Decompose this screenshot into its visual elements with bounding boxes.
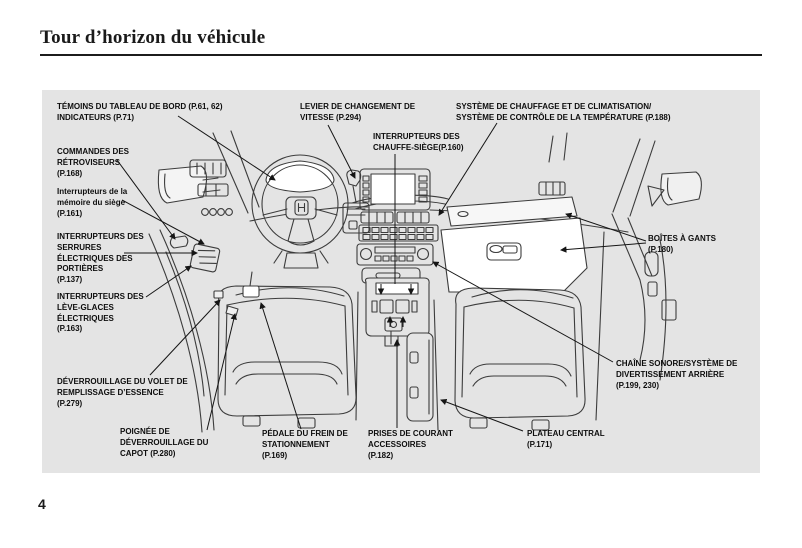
callout-line: CAPOT (P.280) xyxy=(120,448,176,458)
driver-seat xyxy=(217,285,357,429)
callout-line: COMMANDES DES xyxy=(57,147,130,156)
callout-line: ÉLECTRIQUES xyxy=(57,313,114,323)
leader-lines xyxy=(116,115,647,432)
leader-levier xyxy=(327,124,356,179)
callout-line: DÉVERROUILLAGE DU xyxy=(120,437,209,447)
callout-line: LEVIER DE CHANGEMENT DE xyxy=(300,102,416,111)
callout-line: CHAUFFE-SIÈGE(P.160) xyxy=(373,142,464,152)
left-door-controls xyxy=(169,235,221,273)
callout-line: (P.180) xyxy=(648,244,674,254)
callout-line: BOÎTES À GANTS xyxy=(648,234,717,243)
callout-line: CHAÎNE SONORE/SYSTÈME DE xyxy=(616,359,738,368)
right-door-panel xyxy=(595,185,677,421)
callout-line: (P.168) xyxy=(57,168,83,178)
center-stack xyxy=(356,168,439,284)
heated-seat-switch xyxy=(379,299,394,314)
callout-line: (P.137) xyxy=(57,275,83,285)
leader-gants-upper xyxy=(565,212,647,242)
climate-control-panel xyxy=(358,224,439,242)
callout-line: ACCESSOIRES xyxy=(368,439,427,449)
callout-line: (P.163) xyxy=(57,324,83,334)
instrument-cluster xyxy=(265,160,335,193)
leader-chaine xyxy=(432,261,614,363)
leader-chauffage xyxy=(438,122,498,216)
callout-gants: BOÎTES À GANTS(P.180) xyxy=(648,234,716,256)
callout-line: INTERRUPTEURS DES xyxy=(373,132,460,141)
callout-line: SYSTÈME DE CONTRÔLE DE LA TEMPÉRATURE (P… xyxy=(456,112,671,122)
glove-box xyxy=(440,181,588,293)
callout-line: DÉVERROUILLAGE DU VOLET DE xyxy=(57,377,188,386)
callout-line: INDICATEURS (P.71) xyxy=(57,112,135,122)
page-number: 4 xyxy=(38,496,46,512)
center-tray xyxy=(406,332,434,422)
leader-leve-glaces xyxy=(145,265,192,298)
left-door-sill xyxy=(148,229,215,433)
callout-line: DIVERTISSEMENT ARRIÈRE xyxy=(616,369,725,379)
leader-essence xyxy=(149,299,221,376)
a-pillars xyxy=(212,130,656,217)
callout-line: POIGNÉE DE xyxy=(120,427,170,436)
callout-line: LÈVE-GLACES xyxy=(57,302,114,312)
callout-line: Interrupteurs de la xyxy=(57,187,128,196)
callout-line: RÉTROVISEURS xyxy=(57,157,121,167)
callout-line: PÉDALE DU FREIN DE xyxy=(262,429,348,438)
callout-line: PLATEAU CENTRAL xyxy=(527,429,605,438)
leader-gants-lower xyxy=(560,242,647,253)
heated-seat-switch-tray xyxy=(375,282,419,295)
right-door-mirror xyxy=(660,171,702,206)
leader-memoire xyxy=(121,199,205,245)
callout-temoins: TÉMOINS DU TABLEAU DE BORD (P.61, 62)IND… xyxy=(57,102,223,124)
callout-line: INTERRUPTEURS DES xyxy=(57,292,144,301)
callout-line: PRISES DE COURANT xyxy=(368,429,453,438)
callout-line: INTERRUPTEURS DES xyxy=(57,232,144,241)
steering-column xyxy=(273,250,329,269)
callout-line: TÉMOINS DU TABLEAU DE BORD (P.61, 62) xyxy=(57,102,223,111)
callout-line: ÉLECTRIQUES DES xyxy=(57,253,133,263)
heated-seat-switch xyxy=(395,299,410,314)
car-interior-illustration xyxy=(148,130,702,433)
fuel-filler-release xyxy=(213,290,224,299)
passenger-seat xyxy=(454,287,586,431)
callout-line: mémoire du siège xyxy=(57,197,126,207)
callout-chauffage: SYSTÈME DE CHAUFFAGE ET DE CLIMATISATION… xyxy=(456,102,671,124)
leader-pedale xyxy=(259,302,302,430)
callout-line: SERRURES xyxy=(57,242,102,252)
leader-capot xyxy=(206,313,237,431)
callout-plateau: PLATEAU CENTRAL(P.171) xyxy=(527,429,605,451)
leader-temoins xyxy=(177,115,276,181)
callout-line: VITESSE (P.294) xyxy=(300,112,362,122)
steering-wheel xyxy=(251,154,349,254)
callout-line: PORTIÈRES xyxy=(57,264,104,274)
callout-line: (P.182) xyxy=(368,450,394,460)
callout-line: (P.199, 230) xyxy=(616,380,659,390)
callout-line: (P.161) xyxy=(57,208,83,218)
leader-plateau xyxy=(440,398,524,432)
callout-line: (P.279) xyxy=(57,398,83,408)
accessory-power-outlet xyxy=(384,317,403,332)
title-rule xyxy=(40,54,762,56)
leader-retroviseurs xyxy=(116,159,176,240)
callout-line: STATIONNEMENT xyxy=(262,439,330,449)
parking-brake-pedal xyxy=(242,271,260,298)
callout-line: REMPLISSAGE D’ESSENCE xyxy=(57,387,164,397)
left-dash-controls xyxy=(189,159,233,216)
callout-line: (P.171) xyxy=(527,439,553,449)
page-title: Tour d’horizon du véhicule xyxy=(40,27,266,48)
callout-line: SYSTÈME DE CHAUFFAGE ET DE CLIMATISATION… xyxy=(456,102,652,111)
callout-line: (P.169) xyxy=(262,450,288,460)
left-door-mirror xyxy=(157,165,221,204)
